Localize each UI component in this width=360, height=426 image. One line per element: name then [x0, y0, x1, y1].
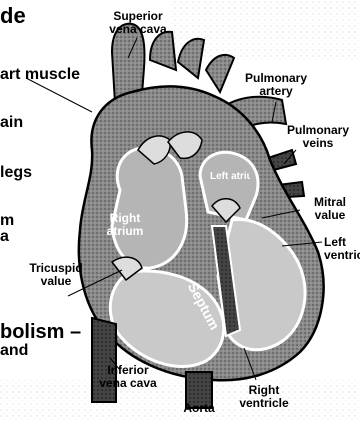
text-fragment-ain: ain: [0, 114, 23, 132]
label-mitral-value: Mitral value: [300, 196, 360, 222]
text-fragment-and: and: [0, 342, 28, 360]
label-pulmonary-veins: Pulmonary veins: [278, 124, 358, 150]
text-fragment-heart-muscle: art muscle: [0, 66, 80, 84]
label-left-atrium: Left atrium: [210, 170, 250, 183]
aortic-branch: [150, 32, 176, 70]
title-fragment: de: [0, 4, 26, 28]
label-inferior-vena-cava: Inferior vena cava: [90, 364, 166, 390]
text-fragment-metabolism: bolism –: [0, 320, 81, 344]
text-fragment-legs: legs: [0, 164, 32, 182]
right-atrium-chamber: [112, 148, 187, 268]
label-left-ventricle: Left ventricle: [324, 236, 360, 262]
label-right-atrium: Right atrium: [100, 212, 150, 238]
aortic-branch: [206, 55, 234, 92]
label-superior-vena-cava: Superior vena cava: [98, 10, 178, 36]
label-right-ventricle: Right ventricle: [232, 384, 296, 410]
label-pulmonary-artery: Pulmonary artery: [236, 72, 316, 98]
label-aorta: Aorta: [174, 402, 224, 415]
text-fragment-a: a: [0, 228, 9, 246]
label-tricuspid-value: Tricuspid value: [20, 262, 92, 288]
